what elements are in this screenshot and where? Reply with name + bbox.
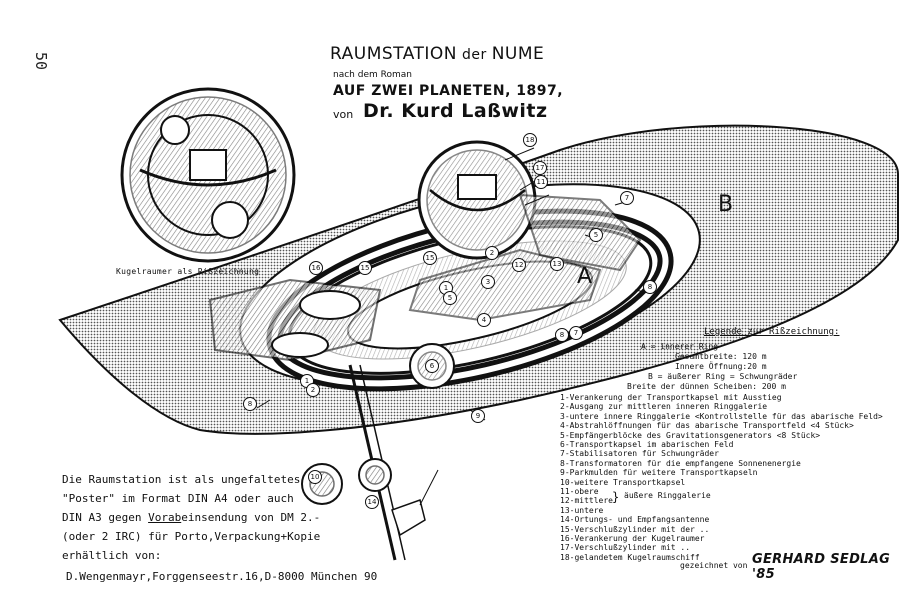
- callout-4: 4: [477, 313, 491, 327]
- legend-ring-b: B = äußerer Ring = Schwungräder: [648, 372, 798, 381]
- poster-line-4: (oder 2 IRC) für Porto,Verpackung+Kopie: [62, 530, 321, 543]
- callout-9: 9: [471, 409, 485, 423]
- antenna-mast: [301, 364, 439, 561]
- legend-ring-b-width: Breite der dünnen Scheiben: 200 m: [627, 382, 786, 391]
- credit-text: gezeichnet von: [680, 561, 748, 570]
- legend-item: 5-Empfängerblöcke des Gravitationsgenera…: [560, 430, 821, 440]
- callout-8: 8: [243, 397, 257, 411]
- legend-item: 7-Stabilisatoren für Schwungräder: [560, 449, 719, 459]
- poster-line-6: D.Wengenmayr,Forggenseestr.16,D-8000 Mün…: [66, 570, 378, 583]
- callout-17: 17: [533, 161, 547, 175]
- callout-5: 5: [589, 228, 603, 242]
- callout-15: 15: [358, 261, 372, 275]
- callout-5: 5: [443, 291, 457, 305]
- legend-item: 13-untere: [560, 505, 604, 515]
- legend-item: 11-obere: [560, 487, 599, 496]
- callout-16: 16: [309, 261, 323, 275]
- legend-item: 2-Ausgang zur mittleren inneren Ringgale…: [560, 402, 768, 412]
- callout-2: 2: [306, 383, 320, 397]
- callout-15: 15: [423, 251, 437, 265]
- landed-sphere: [417, 140, 537, 260]
- legend-item: 8-Transformatoren für die empfangene Son…: [560, 458, 801, 468]
- legend-ring-a-width: Gesamtbreite: 120 m: [675, 352, 767, 361]
- legend-item: 6-Transportkapsel im abarischen Feld: [560, 440, 734, 449]
- poster-line-3: DIN A3 gegen Vorabeinsendung von DM 2.-: [62, 511, 320, 524]
- poster-line-3-pre: DIN A3 gegen: [62, 511, 149, 524]
- callout-3: 3: [481, 275, 495, 289]
- legend-item: 15-Verschlußzylinder mit der ..: [560, 524, 710, 534]
- legend-item: 3-untere innere Ringgalerie <Kontrollste…: [560, 411, 883, 421]
- legend-item: 4-Abstrahlöffnungen für das abarische Tr…: [560, 421, 854, 431]
- legend-ring-a-opening: Innere Öffnung:20 m: [675, 362, 767, 371]
- legend-item: 9-Parkmulden für weitere Transportkapsel…: [560, 468, 758, 478]
- poster-line-3-post: einsendung von DM 2.-: [181, 511, 321, 524]
- page-number: 50: [32, 52, 50, 71]
- callout-14: 14: [365, 495, 379, 509]
- legend-item: 16-Verankerung der Kugelraumer: [560, 534, 705, 543]
- callout-6: 6: [425, 359, 439, 373]
- callout-11: 11: [534, 175, 548, 189]
- sphere-caption: Kugelraumer als Rißzeichnung: [116, 267, 260, 276]
- signature: GERHARD SEDLAG '85: [752, 552, 891, 582]
- callout-12: 12: [512, 258, 526, 272]
- callout-7: 7: [569, 326, 583, 340]
- sphere-cutaway: [120, 87, 296, 263]
- poster-line-3-underlined: Vorab: [148, 511, 182, 524]
- poster-line-1: Die Raumstation ist als ungefaltetes: [62, 473, 301, 486]
- legend-item: 17-Verschlußzylinder mit ..: [560, 543, 691, 553]
- poster-line-2: "Poster" im Format DIN A4 oder auch: [62, 492, 294, 505]
- poster-line-5: erhältlich von:: [62, 549, 162, 562]
- legend-item: 10-weitere Transportkapsel: [560, 477, 686, 487]
- legend-item: 18-gelandetem Kugelraumschiff: [560, 552, 700, 562]
- callout-8: 8: [555, 328, 569, 342]
- central-hub: [208, 193, 642, 362]
- legend-title: Legende zur Rißzeichnung:: [704, 327, 840, 337]
- legend-item: 1-Verankerung der Transportkapsel mit Au…: [560, 393, 782, 402]
- legend-ring-a: A = innerer Ring: [641, 342, 719, 351]
- callout-7: 7: [620, 191, 634, 205]
- legend-item: 12-mittlere: [560, 496, 613, 506]
- legend-brace-label: äußere Ringgalerie: [624, 491, 711, 500]
- callout-2: 2: [485, 246, 499, 260]
- callout-10: 10: [308, 470, 322, 484]
- callout-18: 18: [523, 133, 537, 147]
- ring-label-a: A: [577, 264, 593, 289]
- legend-item: 14-Ortungs- und Empfangsantenne: [560, 515, 710, 525]
- legend-brace: }: [612, 490, 620, 504]
- callout-8: 8: [643, 280, 657, 294]
- ring-label-b: B: [718, 192, 734, 217]
- callout-13: 13: [550, 257, 564, 271]
